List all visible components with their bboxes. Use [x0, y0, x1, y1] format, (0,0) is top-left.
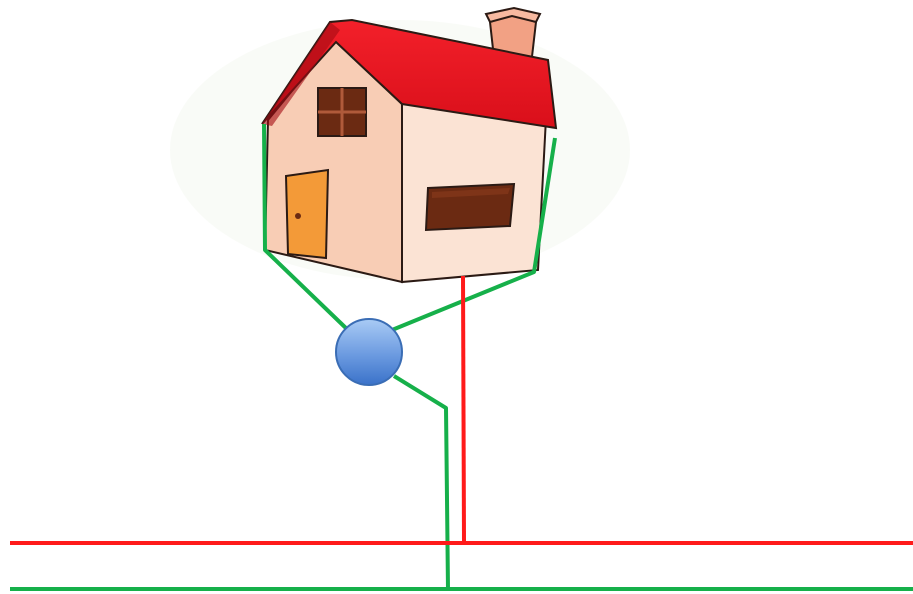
- red-drop-line: [461, 275, 466, 544]
- side-window: [424, 182, 516, 232]
- gable-window: [317, 87, 367, 137]
- house-icon: [261, 6, 558, 284]
- green-drop-line: [392, 374, 450, 591]
- green-wire-left: [262, 123, 352, 334]
- green-wire-right: [391, 137, 557, 332]
- house-door: [284, 168, 330, 260]
- junction-node: [335, 318, 403, 386]
- house-roof: [261, 18, 558, 130]
